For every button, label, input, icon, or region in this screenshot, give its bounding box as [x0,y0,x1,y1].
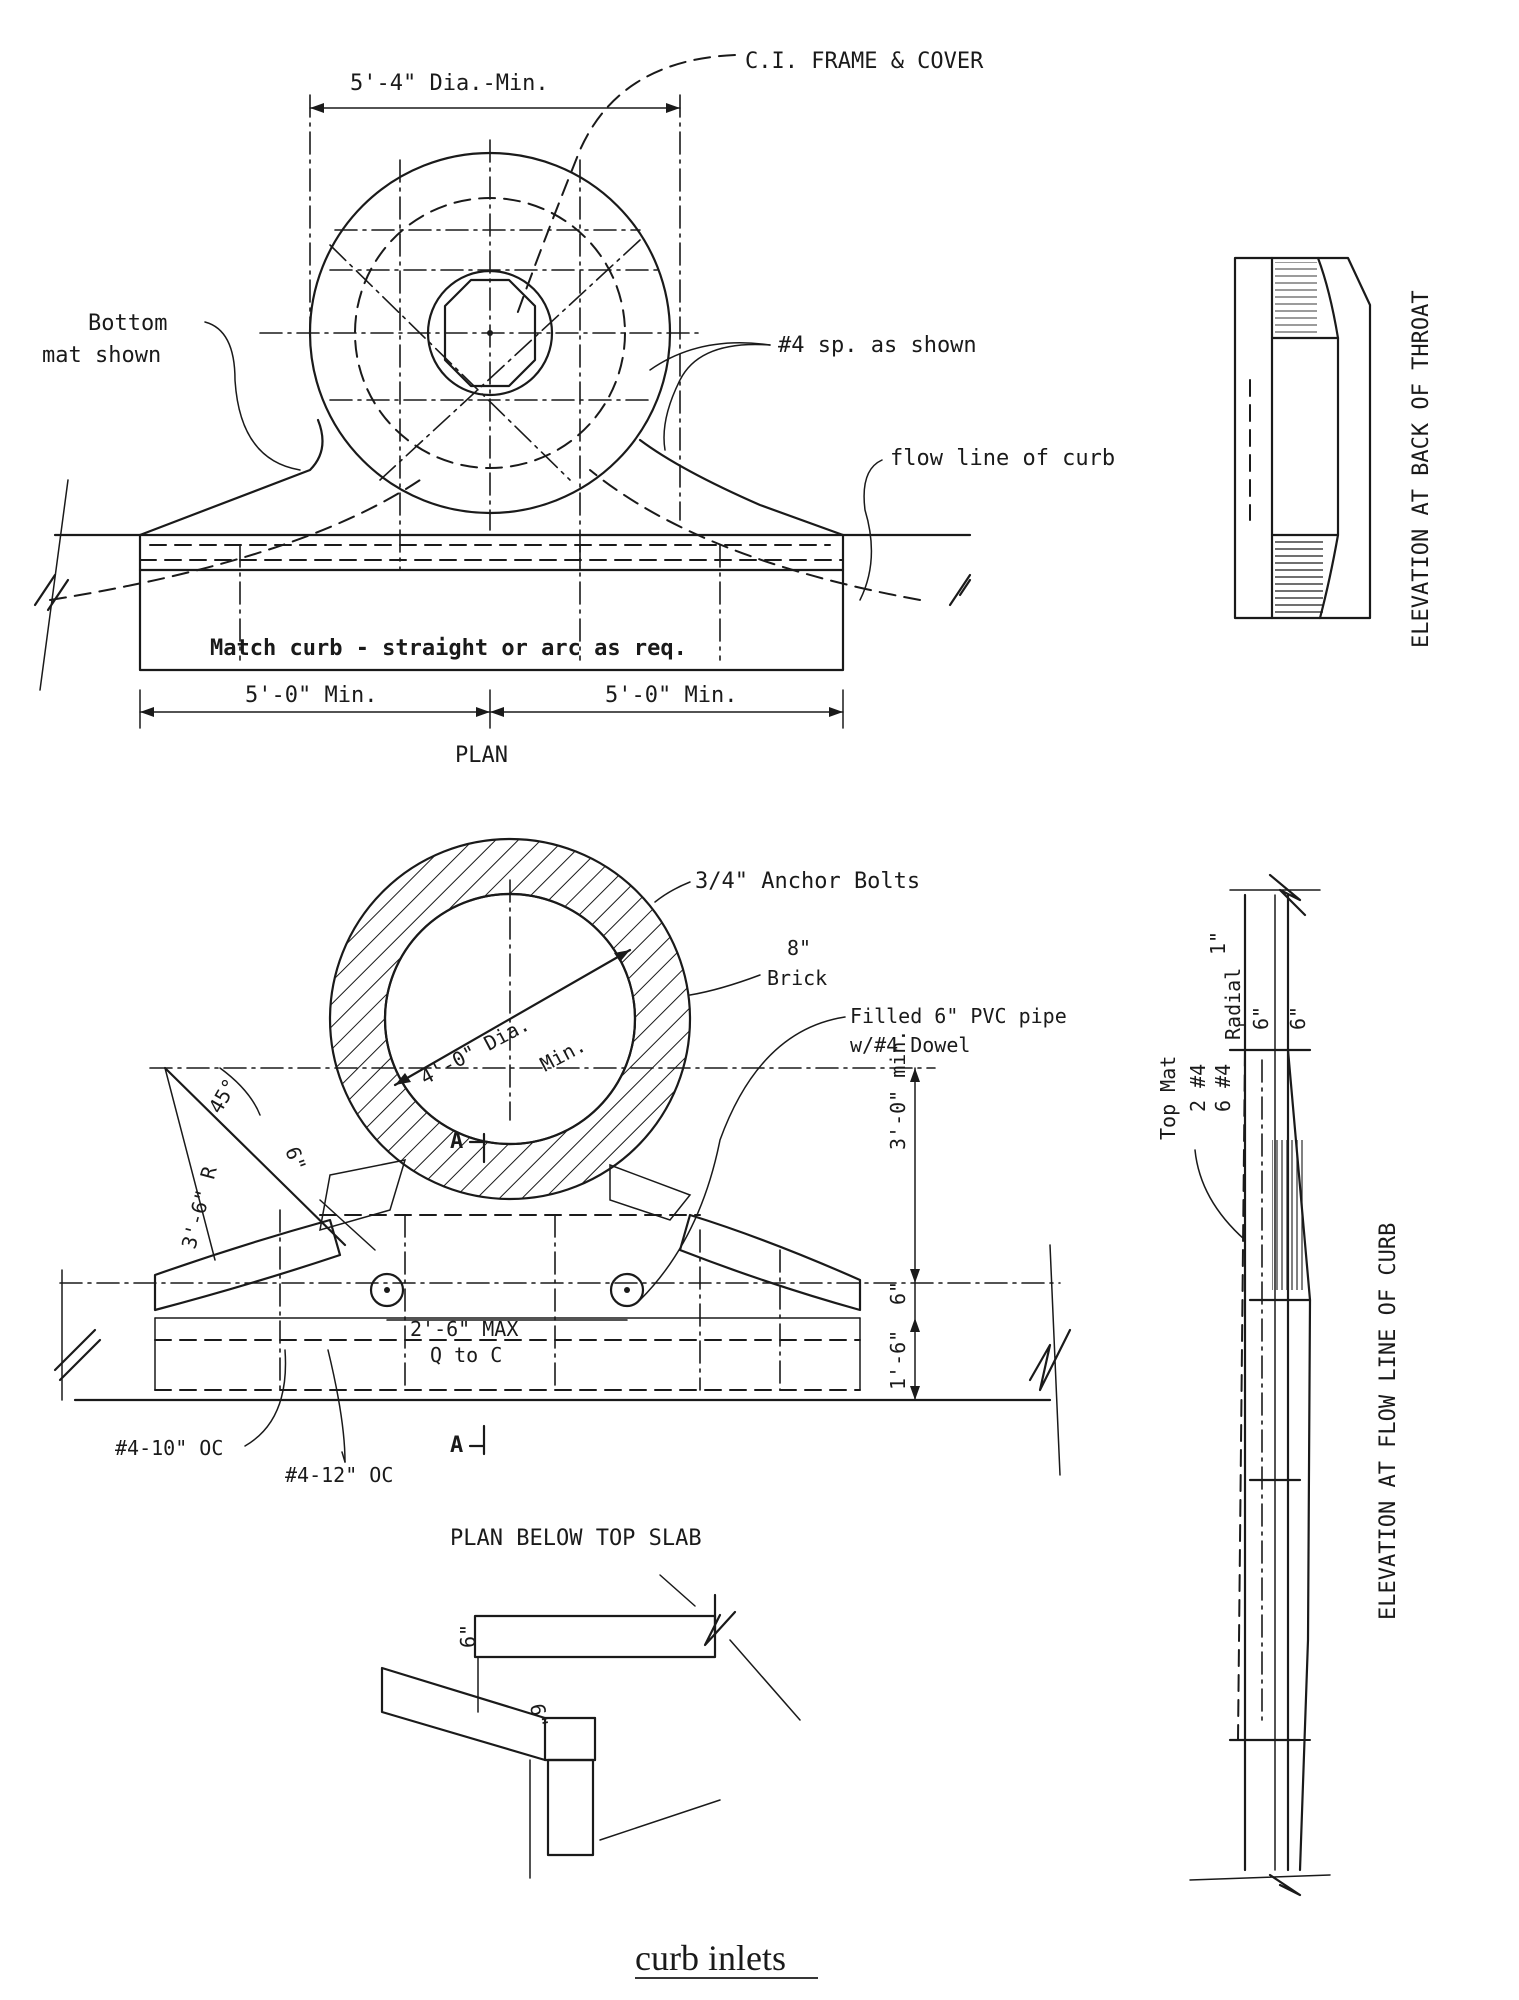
plan-frame-leader [514,54,736,321]
plan-cover-octagon [443,278,537,388]
plan-bars-note: #4 sp. as shown [778,333,977,358]
pvc-leader [639,1016,846,1301]
plan-flow-line-leader [859,459,883,601]
plan-frame-note: C.I. FRAME & COVER [745,49,984,74]
dim-six-in: 6" [886,1281,910,1305]
curb-elev-break-top [1268,873,1307,917]
brick-label: Brick [767,966,827,990]
plan-break-mark-right [948,573,972,607]
plan-reinforcing-bars [329,159,661,571]
curb-elev-hatch [1272,1140,1304,1290]
radius-line [163,1066,347,1247]
plan-view-title: PLAN [455,743,508,768]
sheet-caption: curb inlets [635,1938,786,1978]
pvc-dowel-left [369,1272,405,1308]
elevation-curb-view: 1" Radial 6" 6" Top Mat 2 #4 6 #4 ELEVAT… [1156,873,1401,1897]
pvc-label: Filled 6" PVC pipe [850,1004,1067,1028]
plan-right-wing [638,438,845,537]
plan-bars-leader [663,343,771,451]
left-wing-slab [153,1218,342,1312]
pvc-dowel-right [609,1272,645,1308]
anchor-bolts-label: 3/4" Anchor Bolts [695,869,920,894]
curb-top-mat: Top Mat [1156,1056,1180,1140]
dim-three-ft: 3'-0" min. [886,1030,910,1150]
plan-curb-outline [138,533,845,672]
plan-below-title: PLAN BELOW TOP SLAB [450,1526,702,1551]
bar-10-label: #4-10" OC [115,1436,223,1460]
plan-right-min-dim: 5'-0" Min. [605,683,737,708]
section-a-top: A [450,1129,463,1154]
detail-top-slab [473,1614,717,1659]
plan-frame-dimension: 5'-4" Dia.-Min. [350,71,549,96]
inner-dia-min-label: Min. [536,1033,590,1077]
elevation-throat-view: ELEVATION AT BACK OF THROAT [1233,256,1434,648]
dowel-spacing-label: 2'-6" MAX [410,1317,518,1341]
throat-outline [1233,256,1372,620]
right-wing-slab [678,1213,862,1312]
section-detail: 6" 6" [380,1574,801,1879]
curb-radial: Radial [1221,968,1245,1040]
inner-dia-label: 4'-0" Dia. [416,1012,534,1090]
bar-12-label: #4-12" OC [285,1463,393,1487]
diameter-line [393,948,632,1087]
dowel-spacing-label-2: Q to C [430,1343,502,1367]
curb-six-a: 6" [1249,1006,1273,1030]
curb-elevation-title: ELEVATION AT FLOW LINE OF CURB [1376,1223,1401,1620]
plan-left-wing [138,418,324,537]
curb-two-bars: 2 #4 [1186,1064,1210,1112]
section-a-bottom: A [450,1433,463,1458]
dim-one-ft-six: 1'-6" [886,1330,910,1390]
plan-match-curb-note: Match curb - straight or arc as req. [210,636,687,661]
plan-left-min-dim: 5'-0" Min. [245,683,377,708]
detail-six-inch-b: 6" [525,1702,553,1730]
radius-label: 3'-6" R [177,1163,222,1252]
plan-bottom-mat-label-2: mat shown [42,343,161,368]
pvc-dowel-label: w/#4 Dowel [850,1033,970,1057]
curb-one-inch: 1" [1206,931,1230,955]
plan-below-top-slab-view: 4'-0" Dia. Min. 45° 3'-6" R 6" [53,837,1072,1551]
curb-six-bars: 6 #4 [1211,1064,1235,1112]
detail-lower-slab [380,1666,547,1762]
break-mark-right [1028,1328,1072,1392]
plan-bottom-mat-label-1: Bottom [88,311,167,336]
detail-brick-wall [546,1758,595,1857]
brick-size-label: 8" [787,936,811,960]
throat-elevation-title: ELEVATION AT BACK OF THROAT [1409,290,1434,648]
plan-bottom-mat-leader [204,321,301,471]
six-inch-label: 6" [280,1144,311,1175]
curb-six-b: 6" [1286,1006,1310,1030]
plan-flow-line-label: flow line of curb [890,446,1115,471]
detail-six-inch-a: 6" [456,1624,480,1648]
plan-view: 5'-4" Dia.-Min. C.I. FRAME & COVER Botto… [33,49,1115,768]
